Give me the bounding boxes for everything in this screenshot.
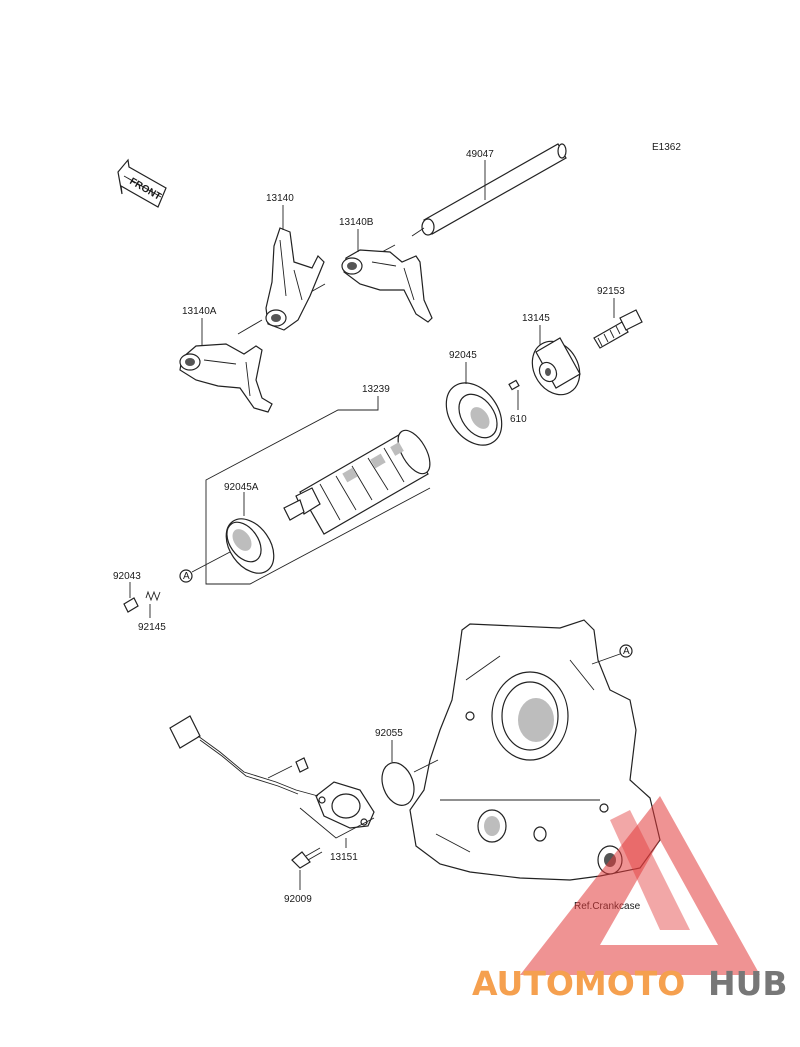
drum-holder-13145 xyxy=(531,337,581,396)
part-label-92043: 92043 xyxy=(113,571,141,582)
watermark-text-part1: AUTOMOTO xyxy=(472,964,685,1003)
part-label-92153: 92153 xyxy=(597,286,625,297)
pin-610 xyxy=(508,379,520,391)
part-label-13140A: 13140A xyxy=(182,306,217,317)
watermark-text-part2: HUB xyxy=(708,964,788,1003)
callout-a-upper-label: A xyxy=(183,571,190,582)
pin-92043 xyxy=(123,597,139,613)
bolt-92153 xyxy=(593,309,643,349)
part-label-610: 610 xyxy=(510,414,527,425)
part-label-92145: 92145 xyxy=(138,622,166,633)
part-label-13140B: 13140B xyxy=(339,217,374,228)
callout-a-crankcase-label: A xyxy=(623,646,630,657)
shift-fork-13140A xyxy=(179,343,273,413)
bearing-92045A xyxy=(225,518,275,574)
connector-harness xyxy=(169,715,319,797)
bearing-92045 xyxy=(445,382,503,446)
callout-a-upper xyxy=(179,569,193,583)
part-label-13151: 13151 xyxy=(330,852,358,863)
front-arrow-icon: FRONT xyxy=(117,158,167,208)
shift-fork-13140 xyxy=(265,227,325,331)
diagram-code: E1362 xyxy=(652,142,681,153)
part-label-92055: 92055 xyxy=(375,728,403,739)
o-ring-92055 xyxy=(381,762,415,806)
sensor-13151 xyxy=(299,781,375,839)
part-label-92009: 92009 xyxy=(284,894,312,905)
spring-92145 xyxy=(145,590,161,602)
shift-drum-13239 xyxy=(283,429,431,535)
bolt-92009 xyxy=(291,847,323,869)
callout-a-crankcase xyxy=(619,644,633,658)
part-label-13239: 13239 xyxy=(362,384,390,395)
part-label-92045: 92045 xyxy=(449,350,477,361)
part-label-13145: 13145 xyxy=(522,313,550,324)
part-label-49047: 49047 xyxy=(466,149,494,160)
watermark-logo: AUTOMOTO HUB xyxy=(472,796,788,1003)
shift-fork-13140B xyxy=(341,249,433,323)
part-label-92045A: 92045A xyxy=(224,482,259,493)
part-label-13140: 13140 xyxy=(266,193,294,204)
shift-rod-49047 xyxy=(421,143,567,236)
watermark-triangle-icon xyxy=(520,796,760,975)
